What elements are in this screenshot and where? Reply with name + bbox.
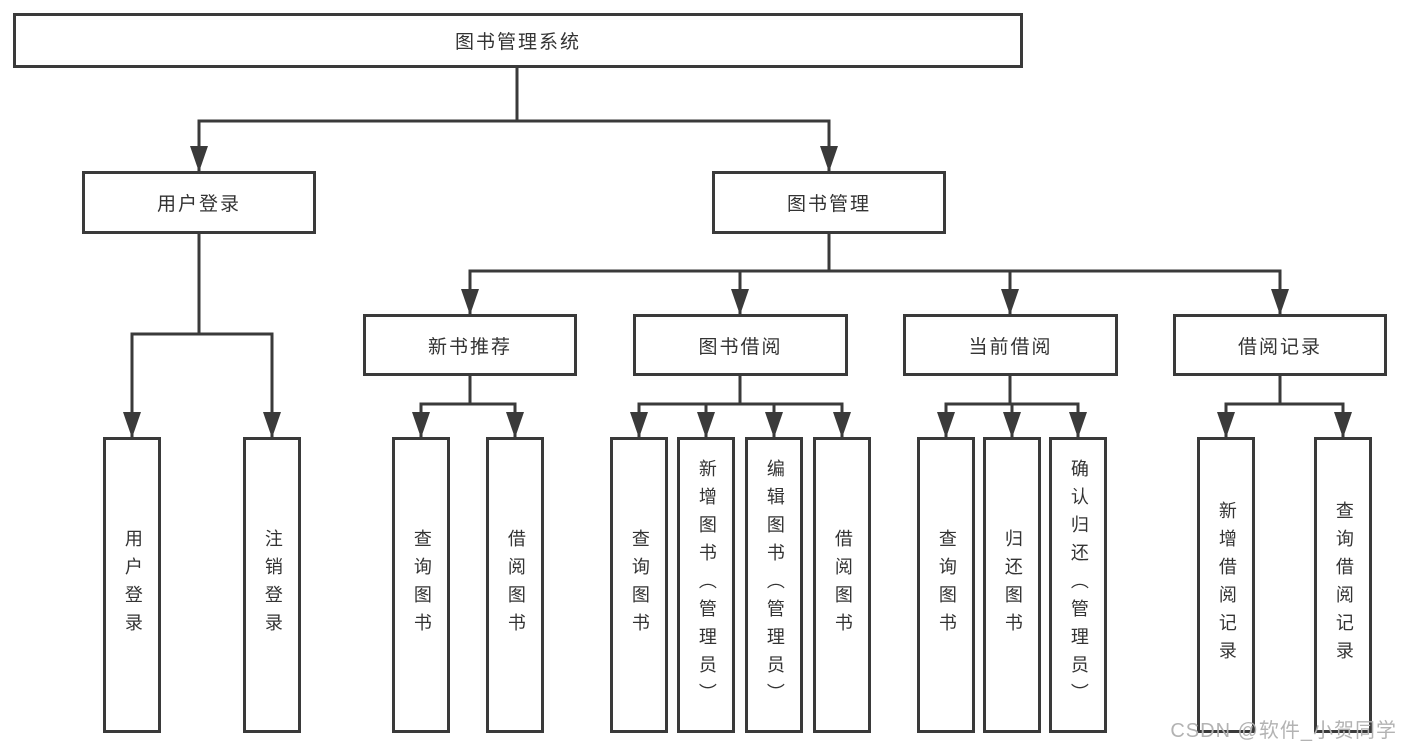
leaf-current-query-books: 查询图书 <box>917 437 975 733</box>
leaf-current-confirm-return-admin: 确认归还（管理员） <box>1049 437 1107 733</box>
leaf-borrow-edit-books-admin: 编辑图书（管理员） <box>745 437 803 733</box>
leaf-borrow-borrow-books-label: 借阅图书 <box>832 529 853 641</box>
node-new-book-recommend-label: 新书推荐 <box>427 336 512 358</box>
node-root: 图书管理系统 <box>13 13 1023 68</box>
leaf-newbook-borrow-books-label: 借阅图书 <box>505 529 526 641</box>
leaf-borrow-query-books: 查询图书 <box>610 437 668 733</box>
node-root-label: 图书管理系统 <box>454 32 581 53</box>
node-book-management-label: 图书管理 <box>786 194 871 215</box>
node-book-borrow-label: 图书借阅 <box>698 336 783 358</box>
connector-userlogin-to-leaves <box>130 232 274 336</box>
node-user-login-label: 用户登录 <box>156 194 241 215</box>
connector-root-to-level2 <box>197 66 831 123</box>
connector-currentborrow-to-leaves <box>944 374 1080 406</box>
connector-newbooks-to-leaves <box>419 374 517 406</box>
leaf-newbook-query-books: 查询图书 <box>392 437 450 733</box>
leaf-current-confirm-return-admin-label: 确认归还（管理员） <box>1068 459 1089 711</box>
leaf-borrow-add-books-admin-label: 新增图书（管理员） <box>696 459 717 711</box>
node-book-borrow: 图书借阅 <box>633 314 848 376</box>
leaf-logout-login: 注销登录 <box>243 437 301 733</box>
node-borrow-records-label: 借阅记录 <box>1237 336 1322 358</box>
leaf-current-query-books-label: 查询图书 <box>936 529 957 641</box>
node-current-borrow-label: 当前借阅 <box>968 336 1053 358</box>
leaf-records-query-record-label: 查询借阅记录 <box>1333 501 1354 669</box>
connector-bookborrow-to-leaves <box>637 374 844 406</box>
leaf-current-return-books-label: 归还图书 <box>1002 529 1023 641</box>
leaf-newbook-borrow-books: 借阅图书 <box>486 437 544 733</box>
node-new-book-recommend: 新书推荐 <box>363 314 577 376</box>
leaf-records-add-record: 新增借阅记录 <box>1197 437 1255 733</box>
node-borrow-records: 借阅记录 <box>1173 314 1387 376</box>
leaf-logout-login-label: 注销登录 <box>262 529 283 641</box>
node-user-login: 用户登录 <box>82 171 316 234</box>
leaf-user-login: 用户登录 <box>103 437 161 733</box>
leaf-borrow-edit-books-admin-label: 编辑图书（管理员） <box>764 459 785 711</box>
leaf-borrow-add-books-admin: 新增图书（管理员） <box>677 437 735 733</box>
leaf-newbook-query-books-label: 查询图书 <box>411 529 432 641</box>
leaf-borrow-query-books-label: 查询图书 <box>629 529 650 641</box>
node-current-borrow: 当前借阅 <box>903 314 1118 376</box>
connector-records-to-leaves <box>1224 374 1345 406</box>
node-book-management: 图书管理 <box>712 171 946 234</box>
leaf-user-login-label: 用户登录 <box>122 529 143 641</box>
leaf-records-add-record-label: 新增借阅记录 <box>1216 501 1237 669</box>
leaf-current-return-books: 归还图书 <box>983 437 1041 733</box>
leaf-borrow-borrow-books: 借阅图书 <box>813 437 871 733</box>
leaf-records-query-record: 查询借阅记录 <box>1314 437 1372 733</box>
connector-bookmgmt-to-level3 <box>468 232 1282 273</box>
